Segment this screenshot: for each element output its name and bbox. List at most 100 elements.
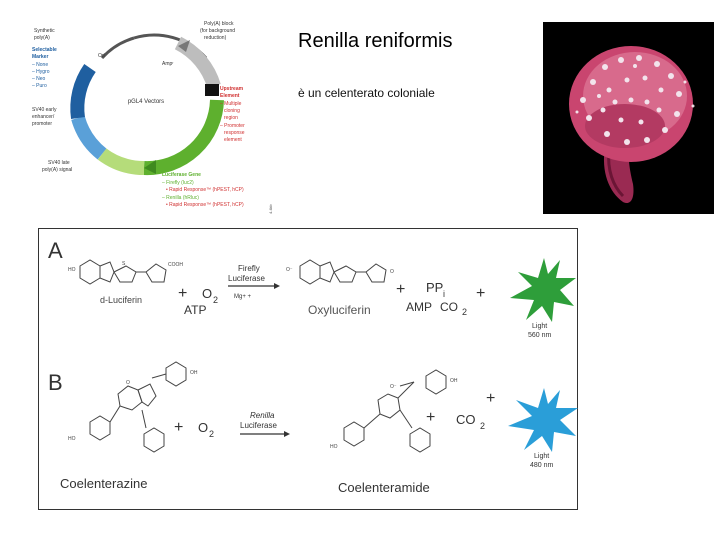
- selectable-item: – Hygro: [32, 69, 50, 75]
- pgl4-vector-map: pGL4 Vectors Ori Synthetic poly(A) Selec…: [28, 18, 278, 218]
- co2-subscript: 2: [462, 307, 467, 317]
- upstream-item: response: [224, 130, 245, 136]
- coelenterazine-label: Coelenterazine: [60, 476, 147, 491]
- oxyluciferin-structure: O⁻ O: [286, 259, 394, 285]
- co2-label: CO: [440, 300, 458, 314]
- renilla-photo: [543, 22, 714, 214]
- sv40-segment: [71, 115, 107, 160]
- d-luciferin-label: d-Luciferin: [100, 295, 142, 305]
- oxyluciferin-label: Oxyluciferin: [308, 303, 371, 317]
- polya-block-label: (for background: [200, 28, 235, 34]
- luciferase-item: • Rapid Response™ (hPEST, hCP): [166, 187, 244, 193]
- selectable-item: – Neo: [32, 76, 46, 82]
- mg-cofactor-label: Mg+ +: [234, 294, 252, 300]
- amp-product-label: AMP: [406, 300, 432, 314]
- slide-subtitle: è un celenterato coloniale: [298, 86, 435, 100]
- ppi-subscript: i: [443, 289, 445, 299]
- oxygen-subscript: 2: [213, 295, 218, 305]
- plus-sign: +: [174, 419, 183, 436]
- coelenterazine-structure: OH O HO: [68, 361, 198, 453]
- polya-block-label: reduction): [204, 35, 227, 41]
- renilla-light-label: Light: [534, 453, 549, 460]
- firefly-wavelength-label: 560 nm: [528, 332, 552, 339]
- svg-text:O⁻: O⁻: [390, 384, 397, 390]
- svg-text:OH: OH: [450, 378, 458, 384]
- renilla-wavelength-label: 480 nm: [530, 462, 554, 469]
- selectable-title-2: Marker: [32, 54, 48, 60]
- oxygen-label: O: [202, 286, 212, 301]
- polya-block-label: Poly(A) block: [204, 21, 234, 27]
- selectable-item: – None: [32, 62, 48, 68]
- oxygen-label: O: [198, 420, 208, 435]
- side-note: 4.4kb: [268, 203, 273, 214]
- svg-text:HO: HO: [330, 444, 338, 450]
- sv40-late-label: SV40 late: [48, 160, 70, 166]
- reaction-arrowhead-icon: [274, 283, 280, 289]
- plus-sign: +: [486, 390, 495, 407]
- ori-label: Ori: [98, 53, 105, 59]
- coelenteramide-label: Coelenteramide: [338, 480, 430, 495]
- selectable-item: – Puro: [32, 83, 47, 89]
- amp-arrow-icon: [178, 40, 190, 52]
- sv40-label: promoter: [32, 121, 52, 127]
- luciferase-item: • Rapid Response™ (hPEST, hCP): [166, 202, 244, 208]
- svg-text:O: O: [126, 380, 130, 386]
- firefly-light-star-icon: [510, 258, 576, 322]
- renilla-enzyme-label: Renilla: [250, 411, 275, 420]
- luciferase-item: – Renilla (hRluc): [162, 195, 199, 201]
- atp-label: ATP: [184, 303, 206, 317]
- svg-text:HO: HO: [68, 267, 76, 273]
- sv40-label: SV40 early: [32, 107, 57, 113]
- plus-sign: +: [426, 409, 435, 426]
- co2-label: CO: [456, 412, 476, 427]
- coelenteramide-structure: O⁻ OH HO: [330, 369, 458, 453]
- plus-sign: +: [178, 285, 187, 302]
- luciferase-arrow-icon: [144, 160, 156, 174]
- selectable-marker-segment: [70, 63, 96, 119]
- sv40-late-segment: [97, 148, 145, 175]
- svg-text:COOH: COOH: [168, 262, 183, 268]
- renilla-light-star-icon: [508, 388, 578, 452]
- panel-a-letter: A: [48, 238, 63, 263]
- panel-b-letter: B: [48, 370, 63, 395]
- svg-text:O⁻: O⁻: [286, 267, 293, 273]
- upstream-title: Upstream: [220, 86, 244, 92]
- upstream-item: – Multiple: [220, 101, 242, 107]
- luciferase-item: – Firefly (luc2): [162, 180, 194, 186]
- upstream-element-block: [205, 84, 219, 96]
- renilla-illustration: [543, 22, 714, 214]
- upstream-item: region: [224, 115, 238, 121]
- firefly-enzyme-label: Luciferase: [228, 274, 265, 283]
- ppi-label: PP: [426, 280, 443, 295]
- upstream-item: – Promoter: [220, 123, 245, 129]
- sv40-label: enhancer/: [32, 114, 55, 120]
- slide-title: Renilla reniformis: [298, 30, 453, 52]
- firefly-light-label: Light: [532, 323, 547, 330]
- luciferase-segment: [143, 99, 224, 176]
- plus-sign: +: [396, 281, 405, 298]
- selectable-title-1: Selectable: [32, 47, 57, 53]
- sv40-late-label: poly(A) signal: [42, 167, 72, 173]
- renilla-enzyme-label: Luciferase: [240, 421, 277, 430]
- reactions-border: [38, 228, 578, 510]
- vector-ring: [100, 36, 135, 60]
- reaction-arrowhead-icon: [284, 431, 290, 437]
- svg-text:O: O: [390, 269, 394, 275]
- upstream-item: cloning: [224, 108, 240, 114]
- upstream-title: Element: [220, 93, 240, 99]
- svg-text:OH: OH: [190, 370, 198, 376]
- vector-center-label: pGL4 Vectors: [128, 99, 164, 105]
- upstream-item: element: [224, 137, 242, 143]
- amp-label: Ampʳ: [162, 61, 174, 67]
- d-luciferin-structure: HO S COOH: [68, 259, 183, 285]
- oxygen-subscript: 2: [209, 429, 214, 439]
- svg-text:S: S: [122, 261, 126, 267]
- luciferase-reactions-panel: A HO S COOH d-Luciferin + O 2 ATP Firefl…: [38, 228, 578, 510]
- synthetic-label-2: poly(A): [34, 35, 50, 41]
- svg-text:HO: HO: [68, 436, 76, 442]
- co2-subscript: 2: [480, 421, 485, 431]
- plus-sign: +: [476, 285, 485, 302]
- firefly-enzyme-label: Firefly: [238, 264, 260, 273]
- synthetic-label-1: Synthetic: [34, 28, 55, 34]
- luciferase-title: Luciferase Gene: [162, 172, 201, 178]
